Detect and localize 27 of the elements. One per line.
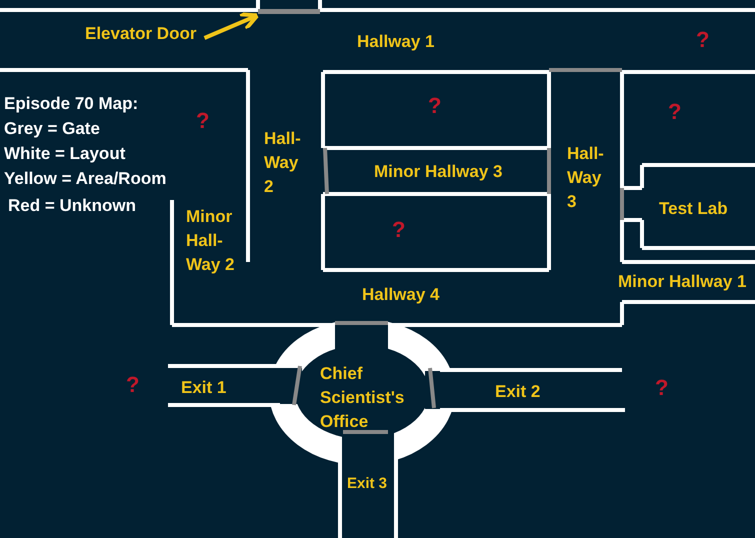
- room-label: Hallway 4: [362, 284, 440, 306]
- room-label: Hall- Way 2: [264, 128, 302, 198]
- door-label: Elevator Door: [85, 22, 196, 46]
- unknown-marker: ?: [696, 28, 710, 52]
- legend-text: Red = Unknown: [8, 195, 136, 217]
- room-label: Chief Scientist's Office: [320, 363, 406, 433]
- legend-text: Yellow = Area/Room: [4, 168, 166, 190]
- legend-text: Grey = Gate: [4, 118, 100, 140]
- elevator-door: [258, 9, 320, 14]
- room-label: Exit 2: [495, 381, 540, 403]
- unknown-marker: ?: [126, 373, 140, 397]
- unknown-marker: ?: [392, 218, 406, 242]
- room-label: Exit 1: [181, 377, 226, 399]
- legend-text: White = Layout: [4, 143, 126, 165]
- room-label: Minor Hall- Way 2: [186, 206, 236, 276]
- unknown-marker: ?: [668, 100, 682, 124]
- arrow: [204, 12, 260, 40]
- unknown-marker: ?: [655, 376, 668, 400]
- unknown-marker: ?: [196, 109, 210, 133]
- room-label: Minor Hallway 1: [618, 271, 746, 293]
- room-label: Minor Hallway 3: [374, 161, 502, 183]
- room-label: Test Lab: [659, 198, 728, 220]
- room-label: Hall- Way 3: [567, 143, 605, 213]
- room-label: Hallway 1: [357, 31, 434, 53]
- room-label: Exit 3: [347, 474, 388, 494]
- unknown-marker: ?: [428, 94, 442, 118]
- legend-title: Episode 70 Map:: [4, 93, 138, 115]
